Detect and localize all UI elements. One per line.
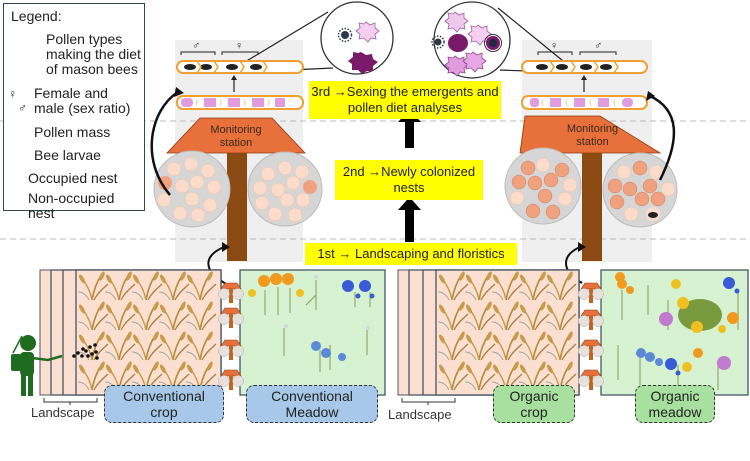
organic-meadow-line1: Organic <box>650 388 700 404</box>
male-symbol-icon: ♂ <box>18 101 27 115</box>
conventional-meadow-tag: Conventional Meadow <box>246 385 378 423</box>
step-2-line2: nests <box>393 180 425 195</box>
step-1-box: 1st → Landscaping and floristics <box>305 243 517 265</box>
landscape-label-right: Landscape <box>388 407 452 422</box>
pollen-grain-spiky-icon <box>431 35 445 49</box>
female-symbol-icon: ♀ <box>8 87 17 101</box>
pollen-grain-mid-icon <box>462 51 487 73</box>
spray-droplets <box>72 343 99 360</box>
organic-meadow-line2: meadow <box>648 404 702 420</box>
right-emergence-tube <box>521 51 648 74</box>
legend-label-non-occupied: Non-occupied nest <box>28 190 115 221</box>
left-station-label-line2: station <box>219 137 253 149</box>
step-arrow <box>398 197 421 242</box>
right-station-label: Monitoring station <box>555 123 630 149</box>
step-3-line1: 3rd →Sexing the emergents and <box>311 84 499 99</box>
step-2-box: 2nd →Newly colonized nests <box>335 160 483 200</box>
legend-label-pollen-mass: Pollen mass <box>34 124 111 140</box>
legend-label-pollen-2: making the diet <box>46 46 141 62</box>
legend-label-pollen-1: Pollen types <box>46 31 123 47</box>
step-3-box: 3rd →Sexing the emergents and pollen die… <box>309 81 501 119</box>
legend-label-occupied: Occupied nest <box>28 170 118 186</box>
left-station-roof <box>166 117 306 154</box>
curved-arrow <box>150 90 179 196</box>
step-2-line1: 2nd →Newly colonized <box>342 164 476 179</box>
conventional-meadow-area <box>239 269 386 396</box>
pesticide-sprayer-icon <box>11 335 63 396</box>
organic-crop-line2: crop <box>520 404 548 420</box>
female-symbol-icon: ♀ <box>550 40 559 52</box>
legend-label-sex-2: male (sex ratio) <box>34 100 131 116</box>
right-station-label-line1: Monitoring <box>566 123 619 135</box>
right-nest-bundle-a <box>504 147 582 225</box>
right-nest-bundle-b <box>602 152 678 228</box>
left-brood-tube <box>176 95 304 110</box>
legend-title: Legend: <box>11 8 62 24</box>
right-brood-tube <box>521 95 648 110</box>
pollen-grain-light-icon <box>355 21 380 43</box>
curved-arrow <box>649 94 676 181</box>
pollen-grain-ringed-icon <box>484 34 502 52</box>
legend-label-sex-1: Female and <box>34 85 108 101</box>
right-station-roof <box>519 115 662 154</box>
legend-label-bee-larvae: Bee larvae <box>34 147 101 163</box>
male-symbol-icon: ♂ <box>594 40 603 52</box>
pollen-grain-dark-icon <box>448 34 468 52</box>
organic-landscape-stack <box>397 269 580 396</box>
right-station-pole <box>582 153 602 261</box>
legend-label-pollen-3: of mason bees <box>46 61 138 77</box>
conventional-crop-line1: Conventional <box>123 388 205 404</box>
conventional-meadow-line2: Meadow <box>285 404 339 420</box>
bee-icon <box>646 207 660 221</box>
left-nest-bundle-b <box>247 151 323 227</box>
legend-box: Legend: Pollen types making the diet of … <box>3 3 145 221</box>
female-symbol-icon: ♀ <box>235 40 244 52</box>
conventional-crop-line2: crop <box>150 404 178 420</box>
organic-crop-line1: Organic <box>509 388 559 404</box>
right-station-label-line2: station <box>576 136 609 148</box>
organic-crop-tag: Organic crop <box>493 385 575 423</box>
conventional-crop-tag: Conventional crop <box>104 385 224 423</box>
pollen-grain-spiky-icon <box>337 27 353 43</box>
left-station-label-line1: Monitoring <box>210 124 262 136</box>
pollen-magnifier-left <box>320 1 394 75</box>
step-1-label: 1st → Landscaping and floristics <box>317 246 505 261</box>
meadow-flowers <box>615 272 740 390</box>
pollen-grain-light-icon <box>444 11 469 33</box>
male-symbol-icon: ♂ <box>192 40 201 52</box>
conventional-meadow-line1: Conventional <box>271 388 353 404</box>
pollen-grain-dark-icon <box>348 52 378 74</box>
organic-meadow-tag: Organic meadow <box>635 385 715 423</box>
landscape-label-left: Landscape <box>31 405 95 420</box>
left-nest-bundle-a <box>153 150 231 228</box>
meadow-flowers <box>248 273 375 372</box>
left-station-label: Monitoring station <box>200 124 272 150</box>
left-station-pole <box>227 153 247 261</box>
step-3-line2: pollen diet analyses <box>347 100 463 115</box>
left-emergence-tube <box>176 51 304 74</box>
